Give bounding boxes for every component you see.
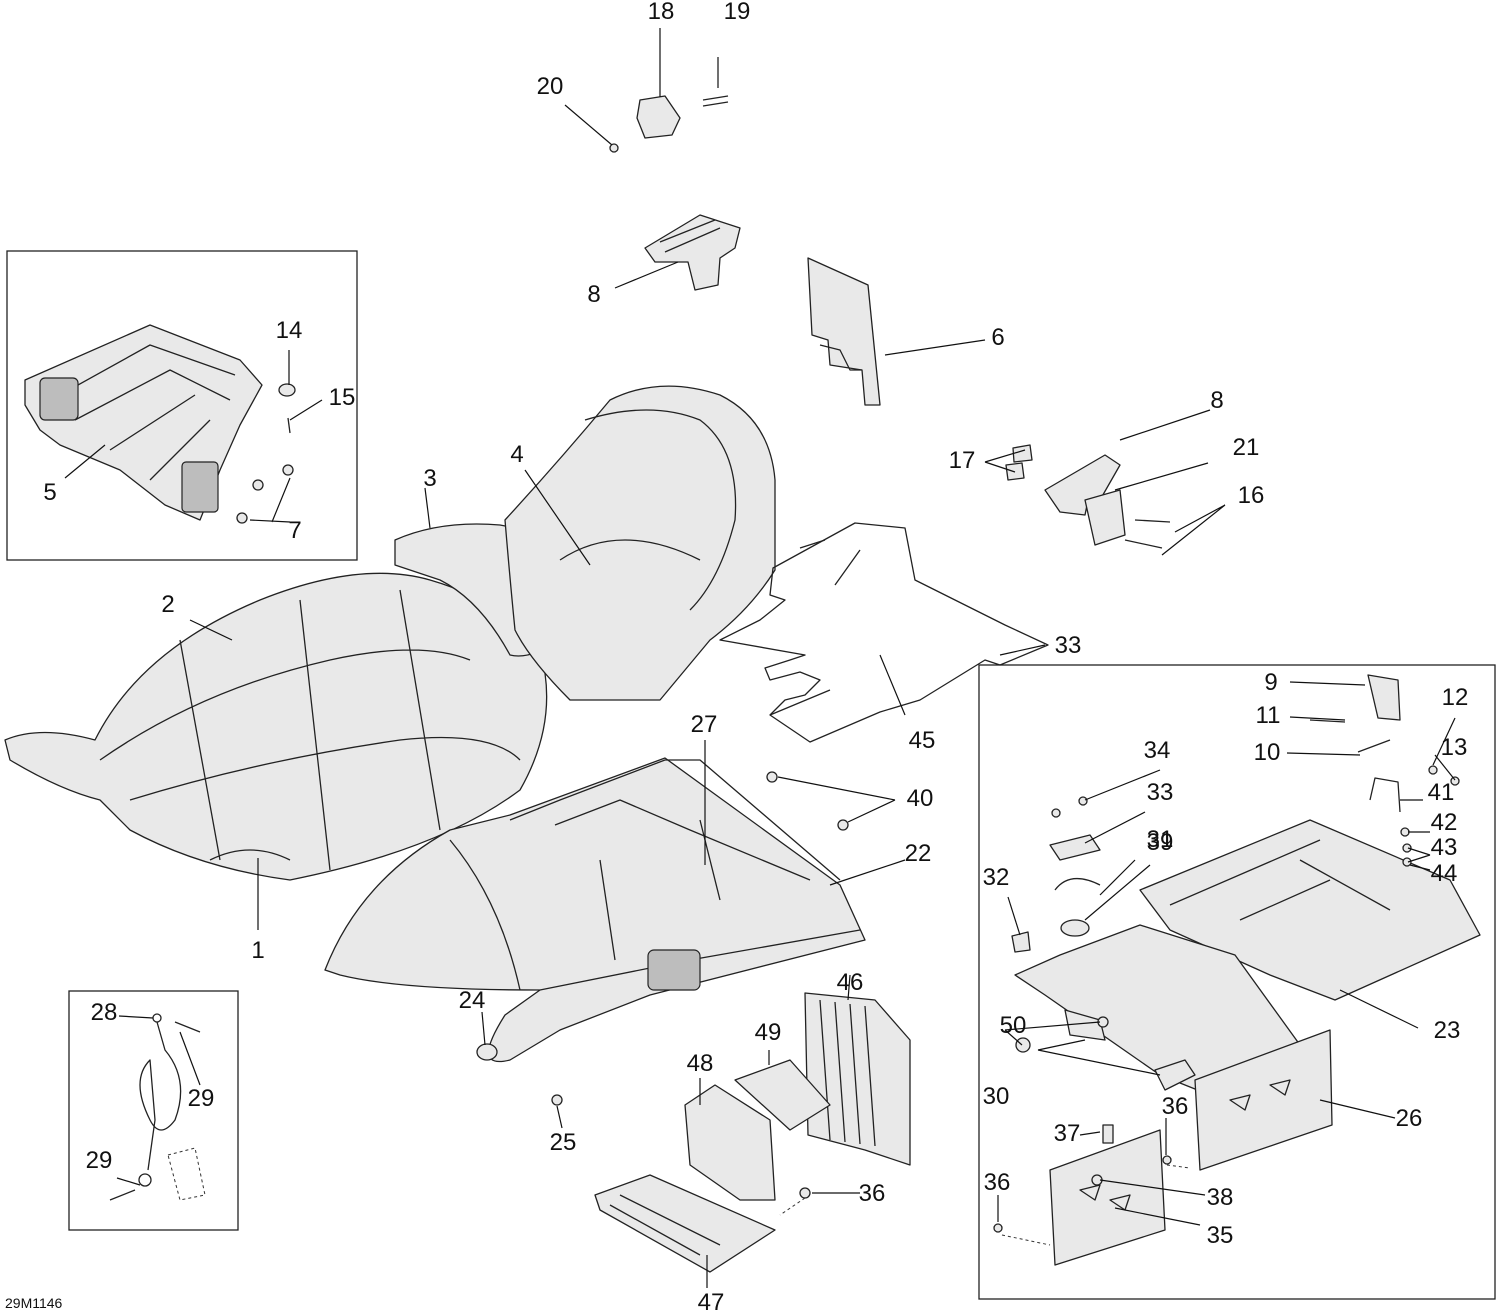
callout-label: 37	[1054, 1120, 1081, 1147]
callout-label: 26	[1396, 1105, 1423, 1132]
callout-label: 39	[1147, 829, 1174, 856]
leader-lines	[64, 28, 1456, 1288]
callout-label: 36	[1162, 1093, 1189, 1120]
callout-label: 6	[991, 324, 1004, 351]
part-battery-box	[594, 992, 911, 1273]
callout-label: 40	[907, 785, 934, 812]
callout-label: 44	[1431, 860, 1458, 887]
callout-label: 42	[1431, 809, 1458, 836]
callout-label: 1	[251, 937, 264, 964]
part-grab-handle-side	[1005, 444, 1171, 549]
callout-label: 33	[1055, 632, 1082, 659]
part-nuts-24-25-40	[476, 771, 849, 1106]
callout-label: 29	[188, 1085, 215, 1112]
callout-label: 18	[648, 0, 675, 25]
callout-label: 19	[724, 0, 751, 25]
callout-label: 36	[859, 1180, 886, 1207]
callout-labels: 1 2 3 4 5 6 7 8 8 9 10 11 12 13 14 15 16…	[43, 0, 1468, 1313]
callout-label: 45	[909, 727, 936, 754]
callout-label: 27	[691, 711, 718, 738]
callout-label: 9	[1264, 669, 1277, 696]
callout-label: 30	[983, 1083, 1010, 1110]
callout-label: 32	[983, 864, 1010, 891]
callout-label: 29	[86, 1147, 113, 1174]
callout-label: 8	[587, 281, 600, 308]
callout-label: 13	[1441, 734, 1468, 761]
part-storage-tub	[324, 757, 866, 1063]
callout-label: 36	[984, 1169, 1011, 1196]
callout-label: 24	[459, 987, 486, 1014]
callout-label: 33	[1147, 779, 1174, 806]
part-grab-handle-top	[644, 214, 741, 291]
callout-label: 21	[1233, 434, 1260, 461]
callout-label: 43	[1431, 834, 1458, 861]
part-tether-cord	[109, 1013, 206, 1201]
callout-label: 16	[1238, 482, 1265, 509]
callout-label: 31	[1147, 826, 1174, 853]
callout-label: 17	[949, 447, 976, 474]
part-bolt-36-center	[779, 1187, 811, 1216]
part-backrest-plate	[807, 257, 881, 406]
callout-label: 50	[1000, 1012, 1027, 1039]
part-hinge-bracket	[609, 95, 729, 153]
callout-label: 4	[510, 441, 523, 468]
part-backrest-seat	[504, 385, 776, 701]
callout-label: 5	[43, 479, 56, 506]
callout-label: 2	[161, 591, 174, 618]
callout-label: 22	[905, 840, 932, 867]
part-rack-assembly	[993, 674, 1481, 1266]
callout-label: 48	[687, 1050, 714, 1077]
part-floor-mat	[719, 522, 1049, 743]
callout-label: 3	[423, 465, 436, 492]
inset-frame-tether-cord	[68, 990, 239, 1231]
callout-label: 28	[91, 999, 118, 1026]
callout-label: 8	[1210, 387, 1223, 414]
inset-frame-rack-assembly	[978, 664, 1496, 1300]
callout-label: 12	[1442, 684, 1469, 711]
callout-label: 47	[698, 1289, 725, 1313]
callout-label: 23	[1434, 1017, 1461, 1044]
callout-label: 49	[755, 1019, 782, 1046]
callout-label: 14	[276, 317, 303, 344]
part-seat-base-frame	[24, 324, 263, 521]
inset-frame-seat-base	[6, 250, 358, 561]
callout-label: 25	[550, 1129, 577, 1156]
callout-label: 34	[1144, 737, 1171, 764]
part-fasteners-7-14-15	[236, 383, 296, 524]
callout-label: 35	[1207, 1222, 1234, 1249]
callout-label: 11	[1256, 702, 1281, 729]
callout-label: 15	[329, 384, 356, 411]
callout-label: 10	[1254, 739, 1281, 766]
callout-label: 38	[1207, 1184, 1234, 1211]
callout-label: 20	[537, 73, 564, 100]
drawing-code: 29M1146	[5, 1295, 63, 1311]
callout-label: 41	[1428, 779, 1455, 806]
callout-label: 7	[288, 517, 301, 544]
callout-label: 46	[837, 969, 864, 996]
